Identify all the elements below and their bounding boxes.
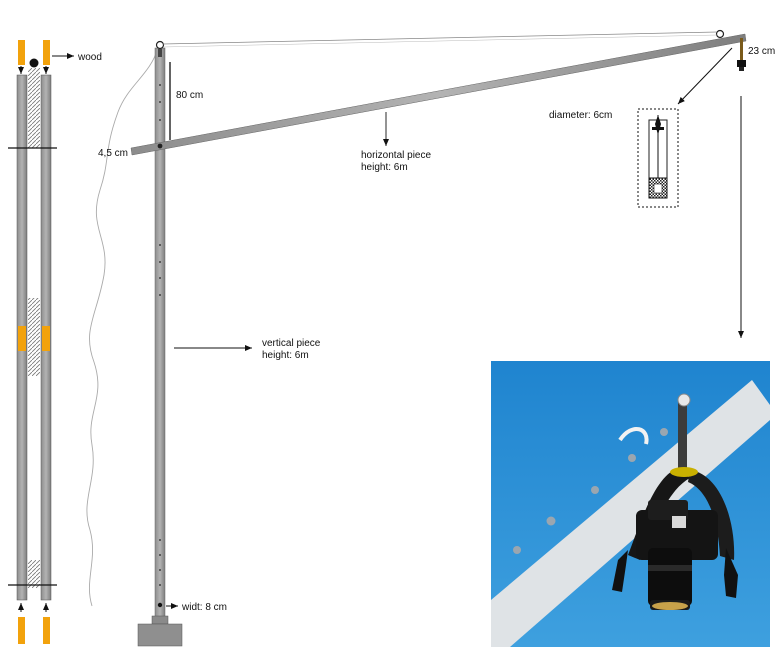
vertical-pole	[137, 40, 183, 647]
label-horizontal-height: height: 6m	[361, 162, 408, 173]
top-pulley	[155, 40, 165, 50]
label-80cm: 80 cm	[176, 90, 203, 101]
connector-ball	[29, 58, 39, 68]
tube-detail: wood	[8, 40, 102, 644]
label-wood: wood	[77, 52, 102, 63]
label-diameter: diameter: 6cm	[549, 110, 612, 121]
horizontal-piece	[130, 29, 747, 156]
label-4-5cm: 4,5 cm	[98, 148, 128, 159]
camera-lens	[648, 548, 692, 606]
pole-base	[137, 623, 183, 647]
label-width: widt: 8 cm	[181, 602, 227, 613]
pull-cord	[86, 47, 159, 607]
wood-insert-right	[42, 326, 50, 351]
camera-body	[636, 510, 718, 560]
label-vertical-piece: vertical piece	[262, 338, 321, 349]
wood-block-bottom-right	[43, 617, 50, 644]
wood-insert-left	[18, 326, 26, 351]
wood-block-top-right	[43, 40, 50, 65]
wood-block-bottom-left	[18, 617, 25, 644]
mount-detail	[637, 108, 679, 208]
label-vertical-height: height: 6m	[262, 350, 309, 361]
end-pulley	[715, 29, 725, 39]
camera-photo	[491, 361, 770, 647]
camera-mount-icon	[737, 60, 746, 67]
label-horizontal-piece: horizontal piece	[361, 150, 431, 161]
wood-block-top-left	[18, 40, 25, 65]
pole-base-top	[151, 615, 169, 625]
label-23cm: 23 cm	[748, 46, 775, 57]
